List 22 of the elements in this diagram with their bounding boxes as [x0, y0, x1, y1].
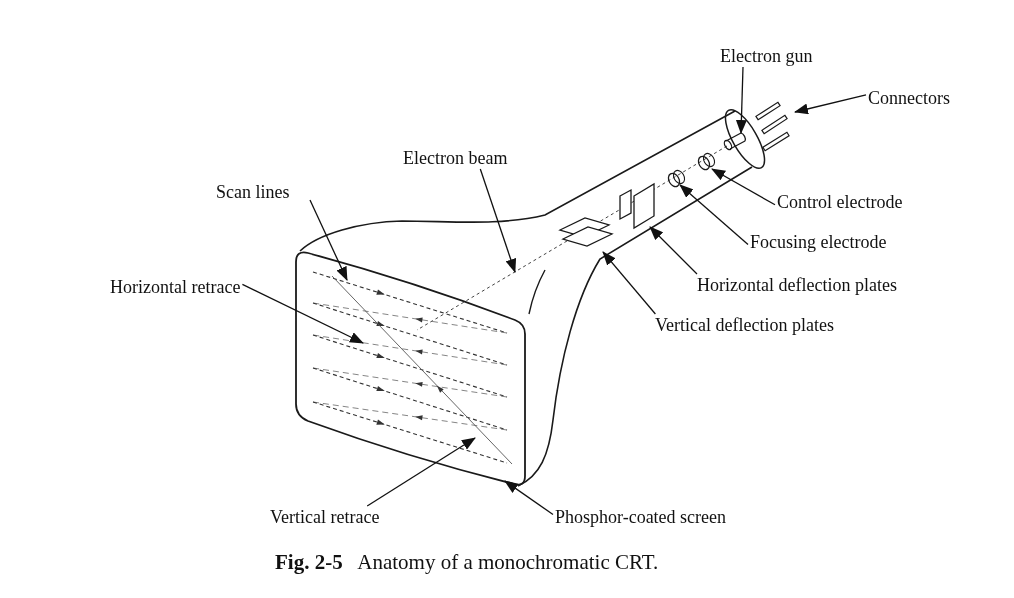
leader-line: [241, 283, 364, 344]
part-label: Vertical deflection plates: [655, 315, 834, 335]
leader-line: [602, 251, 657, 315]
leader-line: [479, 168, 517, 273]
figure-caption: Fig. 2-5 Anatomy of a monochromatic CRT.: [275, 549, 659, 575]
part-label: Control electrode: [777, 192, 903, 212]
leader-line: [649, 226, 698, 275]
part-label: Electron gun: [720, 46, 813, 66]
part-label: Vertical retrace: [270, 507, 380, 527]
leader-line: [711, 168, 776, 206]
part-label: Connectors: [868, 88, 950, 108]
leader-line: [679, 184, 749, 246]
part-label: Electron beam: [403, 148, 508, 168]
part-label: Horizontal deflection plates: [697, 275, 897, 295]
leader-line: [504, 480, 554, 516]
part-label: Focusing electrode: [750, 232, 887, 252]
leader-line: [794, 94, 867, 115]
leader-line: [735, 66, 747, 134]
part-label: Scan lines: [216, 182, 290, 202]
part-label: Horizontal retrace: [110, 277, 241, 297]
part-label: Phosphor-coated screen: [555, 507, 727, 527]
leader-line: [366, 437, 476, 507]
